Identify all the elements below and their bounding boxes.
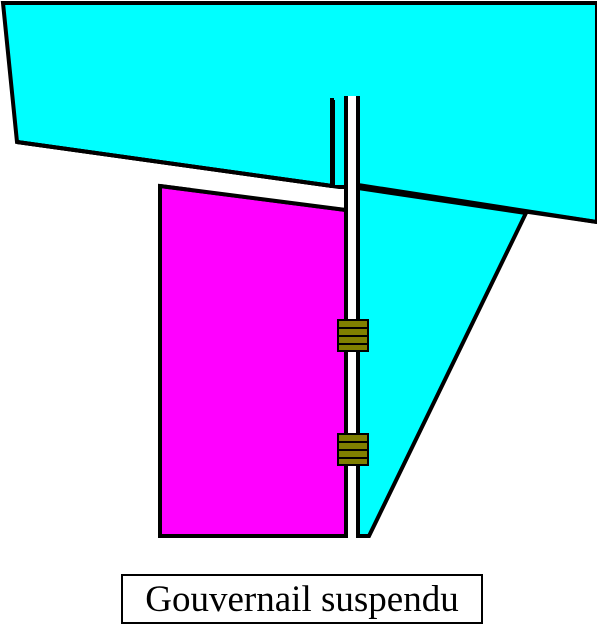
hull-bottom-right-edge [357, 185, 597, 224]
rudder-stock [346, 96, 358, 536]
rudder-blade [158, 183, 348, 538]
hull-step-edge [16, 140, 333, 188]
rudder-top-edge [159, 184, 347, 212]
lower-bearing [337, 433, 369, 466]
upper-bearing [337, 319, 369, 352]
skeg-shape [356, 185, 529, 538]
caption: Gouvernail suspendu [121, 574, 483, 624]
